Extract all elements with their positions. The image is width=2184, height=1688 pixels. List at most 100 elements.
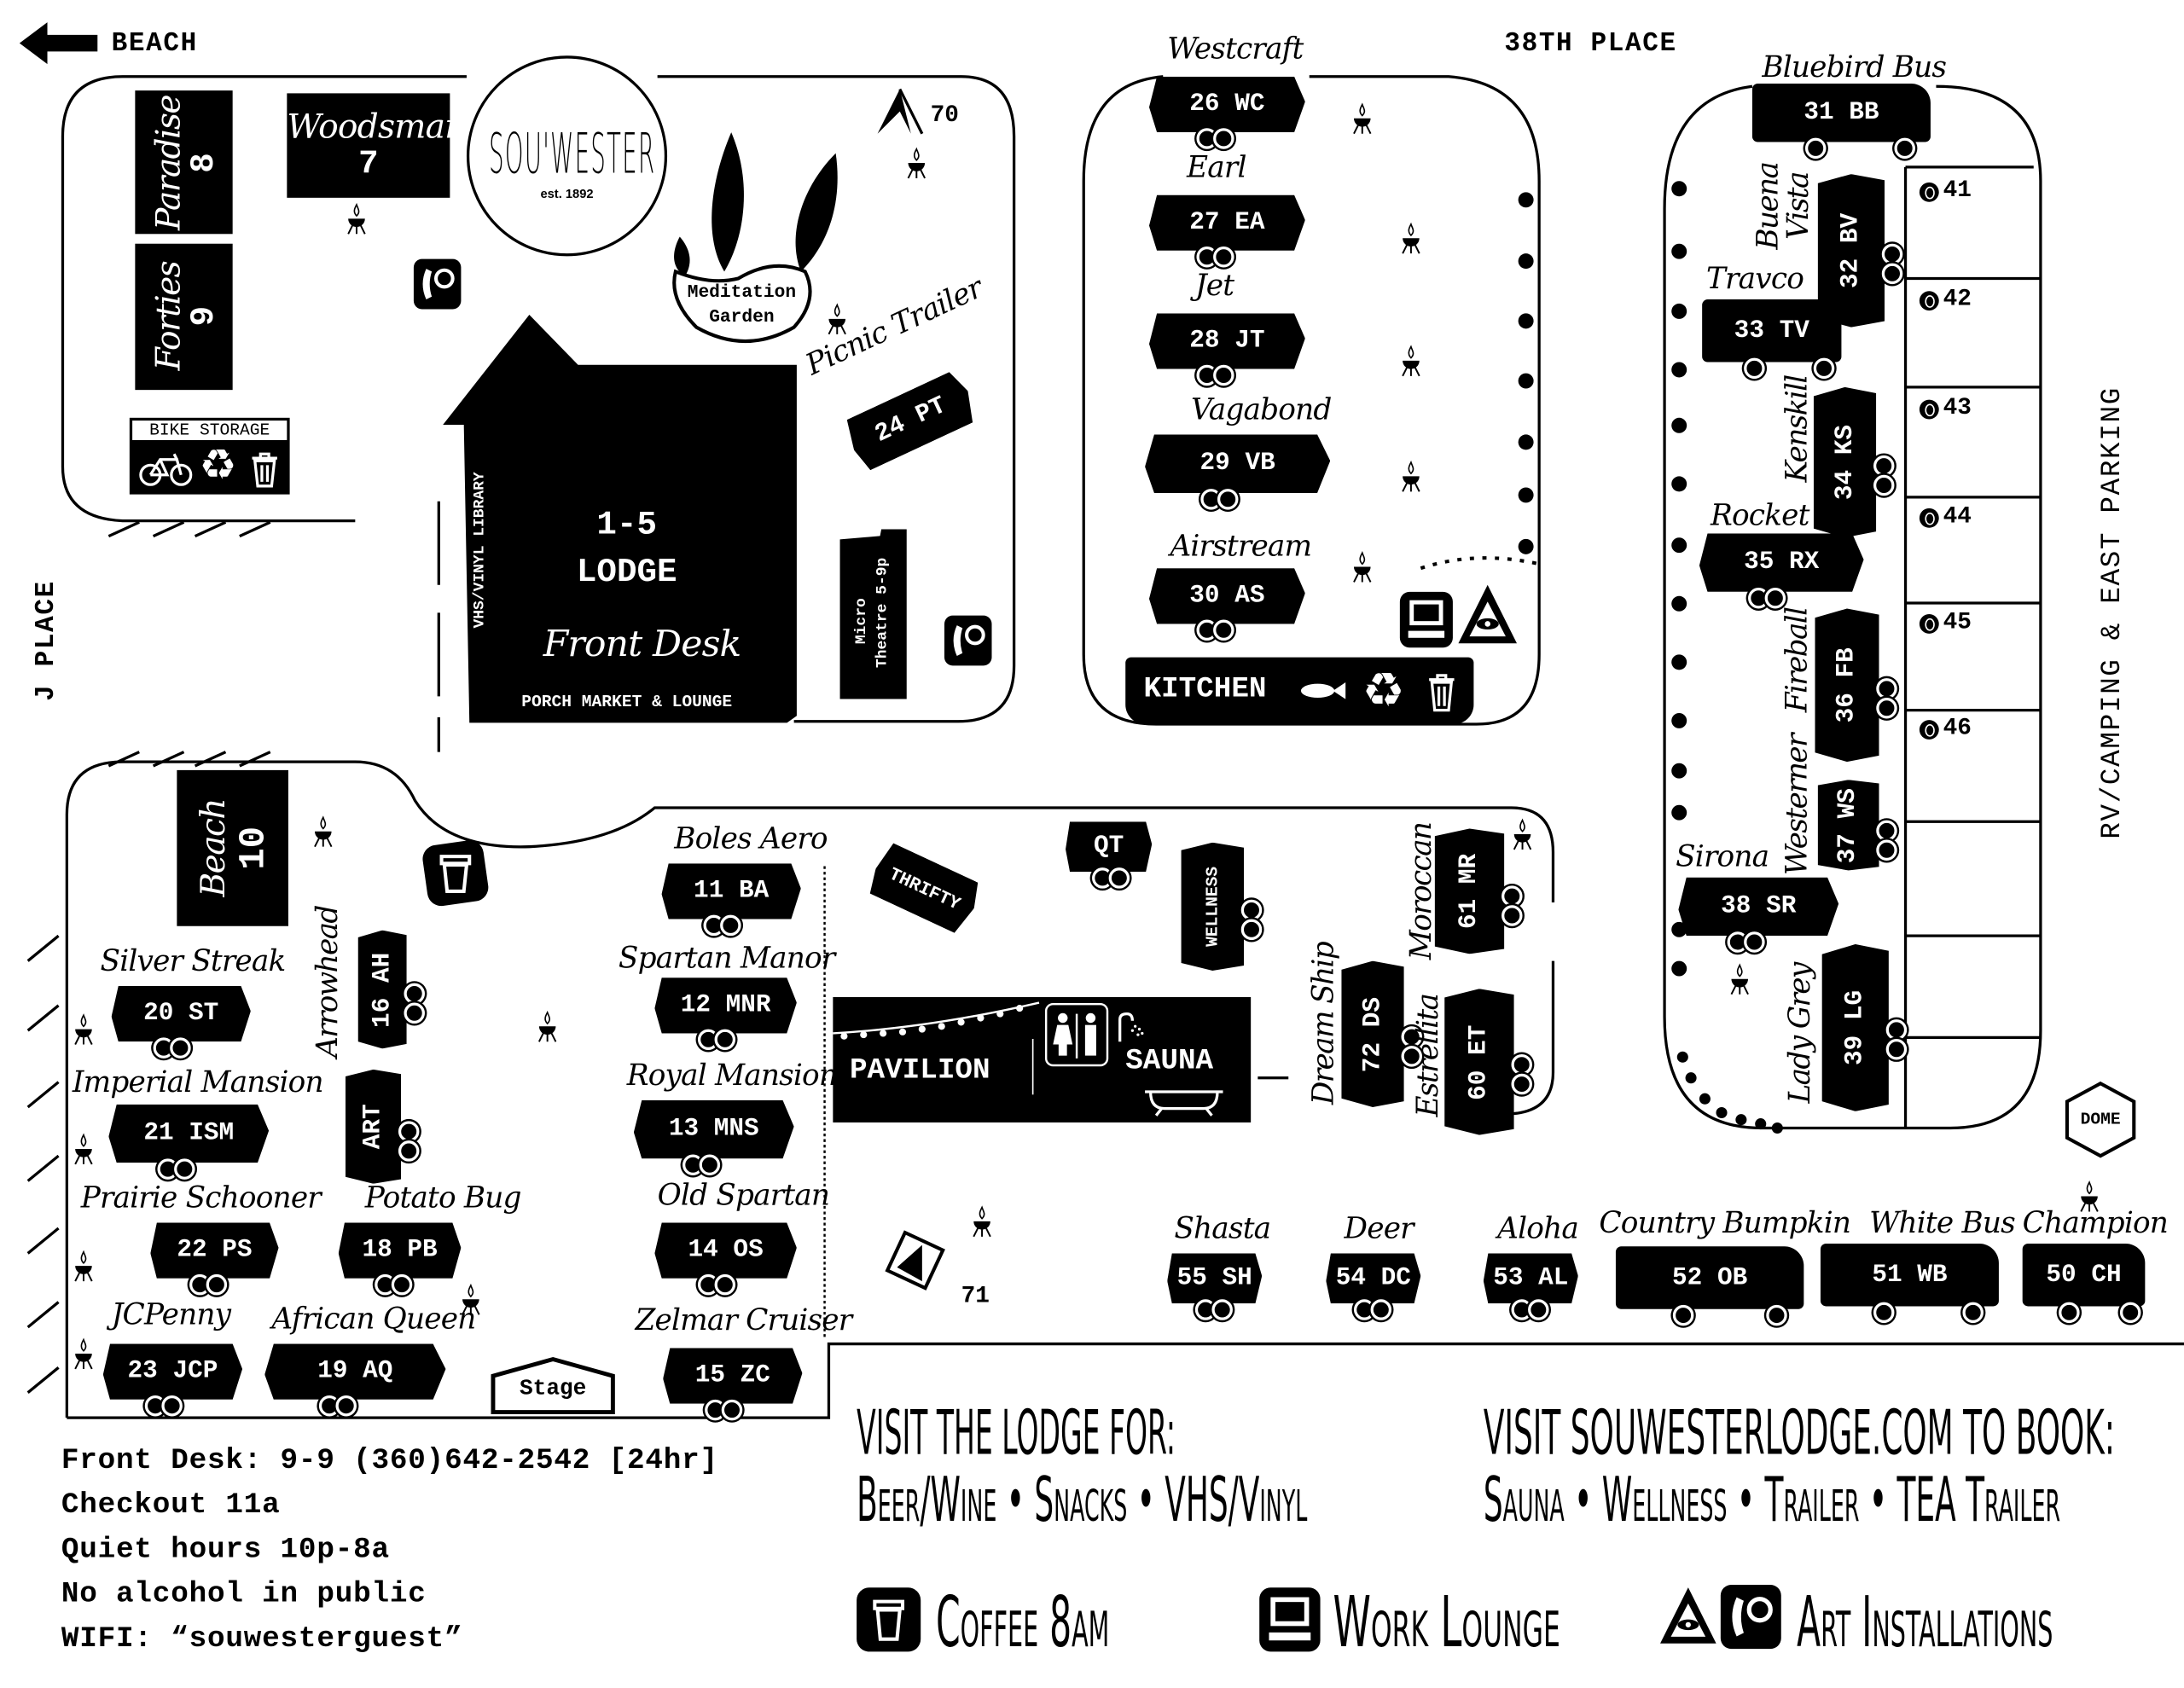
pavilion[interactable]: PAVILION SAUNA (833, 997, 1252, 1122)
bicycle-icon (139, 453, 193, 486)
parking-spot-number: 46 (1943, 716, 1972, 743)
cabin-beach[interactable]: Beach 10 (177, 769, 288, 926)
cabin-woodsman[interactable]: Woodsman 7 (287, 93, 466, 198)
trailer-art[interactable]: ART (345, 1069, 402, 1184)
post-dot (1716, 1106, 1728, 1119)
post-dot (1676, 1051, 1688, 1063)
trailer-name: Airstream (1170, 529, 1312, 563)
hookup-icon (1919, 290, 1939, 310)
trailer-50-ch[interactable]: 50 CH (2022, 1244, 2146, 1307)
post-dot (1671, 181, 1687, 197)
trailer-72-ds[interactable]: 72 DS (1341, 960, 1404, 1107)
trailer-qt[interactable]: QT (1066, 821, 1153, 873)
trailer-23-jcp[interactable]: 23 JCP (102, 1343, 243, 1400)
trailer-12-mnr[interactable]: 12 MNR (654, 977, 797, 1034)
eye-triangle-icon[interactable] (1455, 582, 1519, 646)
stage[interactable] (491, 1356, 616, 1415)
cabin-forties[interactable]: Forties 9 (135, 243, 233, 391)
trailer-20-st[interactable]: 20 ST (111, 985, 251, 1042)
trailer-28-jt[interactable]: 28 JT (1148, 313, 1305, 369)
recycle-icon: ♻ (199, 443, 237, 490)
trailer-36-fb[interactable]: 36 FB (1815, 608, 1879, 763)
parking-spot-45[interactable]: 45 (1919, 610, 1972, 636)
trailer-21-ism[interactable]: 21 ISM (108, 1104, 270, 1163)
laptop-icon[interactable] (1399, 591, 1453, 648)
meditation-garden[interactable]: Meditation Garden (669, 280, 815, 330)
souwester-logo: SOU'WESTER est. 1892 (466, 55, 668, 257)
trailer-code: 28 JT (1189, 327, 1265, 356)
parking-spot-41[interactable]: 41 (1919, 178, 1972, 205)
phone-art-icon[interactable] (944, 615, 992, 666)
post-dot (1671, 243, 1687, 259)
trailer-30-as[interactable]: 30 AS (1148, 568, 1305, 624)
trailer-37-ws[interactable]: 37 WS (1817, 780, 1879, 871)
trailer-34-ks[interactable]: 34 KS (1813, 386, 1877, 538)
trailer-61-mr[interactable]: 61 MR (1434, 828, 1505, 954)
trailer-name: Zelmar Cruiser (635, 1303, 853, 1337)
trailer-wellness[interactable]: WELLNESS (1181, 842, 1245, 971)
cabin-paradise[interactable]: Paradise 8 (135, 90, 233, 235)
micro-theatre[interactable]: Micro Theatre 5-9p (839, 529, 907, 699)
restroom-icon[interactable] (1044, 1002, 1109, 1067)
trailer-code: 15 ZC (694, 1361, 770, 1390)
trailer-51-wb[interactable]: 51 WB (1820, 1244, 1999, 1307)
trailer-code: 20 ST (143, 1000, 219, 1028)
wheel-icon (713, 1273, 735, 1296)
trailer-16-ah[interactable]: 16 AH (357, 930, 407, 1049)
coffee-icon (422, 840, 489, 907)
campsite-71[interactable]: 71 (961, 1284, 990, 1311)
trailer-31-bb[interactable]: 31 BB (1751, 83, 1931, 142)
stage-label: Stage (519, 1376, 587, 1401)
trailer-32-bv[interactable]: 32 BV (1817, 174, 1885, 328)
post-dot (1685, 1072, 1697, 1084)
front-desk[interactable]: Front Desk (543, 624, 742, 666)
trailer-code: 39 LG (1841, 989, 1870, 1066)
trailer-29-vb[interactable]: 29 VB (1145, 434, 1331, 493)
trailer-60-et[interactable]: 60 ET (1444, 989, 1514, 1135)
porch-market[interactable]: PORCH MARKET & LOUNGE (521, 692, 733, 712)
post-dot (1671, 804, 1687, 821)
trailer-38-sr[interactable]: 38 SR (1678, 877, 1839, 937)
parking-spot-44[interactable]: 44 (1919, 504, 1972, 531)
trailer-27-ea[interactable]: 27 EA (1148, 194, 1305, 251)
sauna-label[interactable]: SAUNA (1125, 1046, 1214, 1078)
trailer-35-rx[interactable]: 35 RX (1699, 533, 1864, 592)
dome[interactable] (2065, 1081, 2137, 1158)
trailer-39-lg[interactable]: 39 LG (1821, 943, 1889, 1111)
trailer-26-wc[interactable]: 26 WC (1148, 76, 1305, 133)
trailer-name: Jet (1194, 269, 1234, 303)
parking-spot-42[interactable]: 42 (1919, 287, 1972, 313)
parking-spot-46[interactable]: 46 (1919, 716, 1972, 743)
trailer-code: 36 FB (1833, 647, 1862, 723)
parking-spot-43[interactable]: 43 (1919, 396, 1972, 422)
trailer-53-al[interactable]: 53 AL (1483, 1253, 1578, 1304)
wheel-icon (392, 1273, 413, 1296)
trailer-11-ba[interactable]: 11 BA (661, 863, 801, 919)
trailer-code: 35 RX (1744, 548, 1820, 577)
post-dot (1735, 1114, 1747, 1126)
trailer-55-sh[interactable]: 55 SH (1167, 1253, 1263, 1304)
trailer-14-os[interactable]: 14 OS (654, 1222, 797, 1279)
trailer-52-ob[interactable]: 52 OB (1615, 1246, 1804, 1309)
trailer-code: 37 WS (1834, 787, 1862, 863)
trailer-18-pb[interactable]: 18 PB (338, 1222, 462, 1279)
bike-storage[interactable]: BIKE STORAGE ♻ (129, 417, 290, 495)
trailer-19-aq[interactable]: 19 AQ (264, 1343, 446, 1400)
trailer-13-mns[interactable]: 13 MNS (633, 1099, 794, 1159)
wheel-icon (205, 1273, 227, 1296)
trailer-22-ps[interactable]: 22 PS (150, 1222, 279, 1279)
trailer-54-dc[interactable]: 54 DC (1326, 1253, 1421, 1304)
legend-art-installations: Art Installations (1797, 1581, 2053, 1663)
dome-label: DOME (2080, 1110, 2121, 1130)
trailer-name: White Bus (1869, 1205, 2016, 1240)
trailer-15-zc[interactable]: 15 ZC (663, 1348, 803, 1404)
trailer-name: Bluebird Bus (1762, 49, 1947, 84)
vhs-vinyl-library[interactable]: VHS/VINYL LIBRARY (472, 472, 490, 629)
parking-spot-number: 44 (1943, 504, 1972, 531)
campsite-70[interactable]: 70 (930, 102, 959, 130)
wheel-icon (335, 1395, 357, 1417)
phone-art-icon[interactable] (413, 258, 462, 310)
kitchen[interactable]: KITCHEN ♻ (1125, 657, 1474, 725)
wheel-icon (1502, 885, 1523, 907)
visit-web-title[interactable]: VISIT SOUWESTERLODGE.COM TO BOOK: (1483, 1398, 2115, 1470)
